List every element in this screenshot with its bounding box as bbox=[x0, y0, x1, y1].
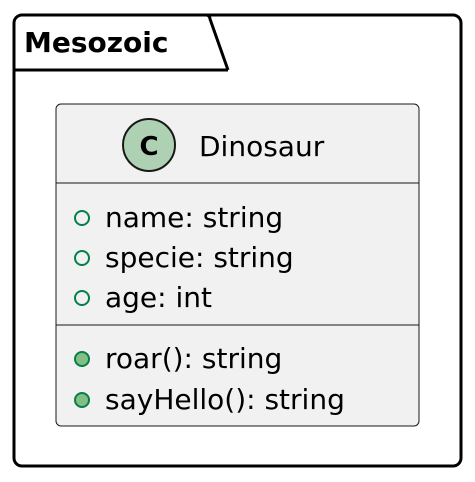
attribute-specie: specie: string bbox=[105, 241, 294, 274]
public-method-icon bbox=[74, 392, 90, 408]
public-visibility-icon bbox=[74, 210, 90, 226]
package-mesozoic: Mesozoic bbox=[12, 13, 463, 468]
class-name: Dinosaur bbox=[199, 130, 325, 163]
package-title: Mesozoic bbox=[24, 26, 168, 59]
package-body bbox=[12, 13, 463, 468]
public-method-icon bbox=[74, 351, 90, 367]
class-dinosaur: C Dinosaur name: string specie: string a… bbox=[55, 103, 420, 427]
method-sayhello: sayHello(): string bbox=[105, 383, 345, 416]
method-roar: roar(): string bbox=[105, 342, 282, 375]
attribute-age: age: int bbox=[105, 281, 212, 314]
class-box bbox=[55, 103, 420, 427]
public-visibility-icon bbox=[74, 290, 90, 306]
class-stereotype-letter: C bbox=[139, 132, 158, 162]
attribute-name: name: string bbox=[105, 201, 283, 234]
public-visibility-icon bbox=[74, 250, 90, 266]
class-stereotype-circle bbox=[122, 118, 176, 172]
